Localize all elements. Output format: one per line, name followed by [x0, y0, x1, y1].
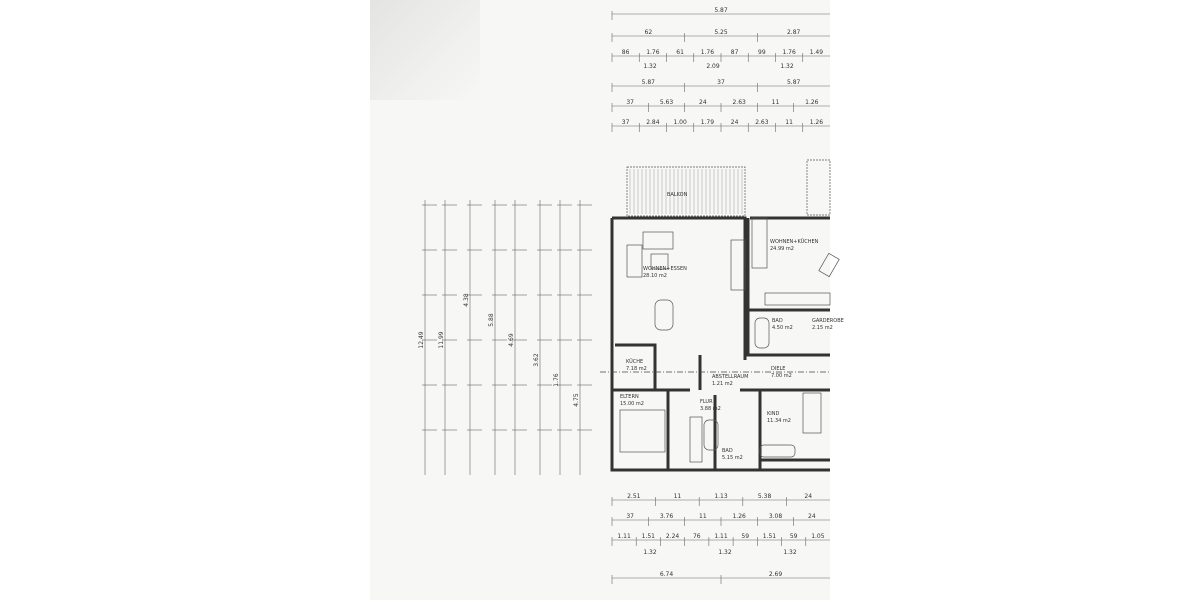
- room-area: 1.21 m2: [712, 381, 733, 387]
- room-name: BALKON: [667, 192, 688, 198]
- dimension-label: 4.69: [508, 333, 515, 347]
- dimension-label: 61: [676, 49, 684, 56]
- dimension-label: 37: [717, 79, 725, 86]
- dimension-label: 1.32: [783, 549, 797, 556]
- dimension-label: 2.09: [706, 63, 720, 70]
- room-name: BAD: [772, 318, 783, 324]
- dimension-label: 24: [699, 99, 707, 106]
- room-name: WOHNEN+ESSEN: [643, 266, 687, 272]
- room-name: ABSTELLRAUM: [712, 374, 748, 380]
- dimension-label: 1.79: [701, 119, 715, 126]
- room-name: KIND: [767, 411, 779, 417]
- dimension-label: 4.38: [463, 293, 470, 307]
- walls: [610, 216, 830, 472]
- dimension-label: 4.75: [573, 393, 580, 407]
- dimension-label: 86: [622, 49, 630, 56]
- dimension-label: 5.87: [642, 79, 656, 86]
- dimension-label: 2.87: [787, 29, 801, 36]
- dimension-label: 1.26: [732, 513, 746, 520]
- dimension-label: 2.63: [755, 119, 769, 126]
- dimension-label: 1.05: [811, 533, 825, 540]
- dimension-label: 5.25: [714, 29, 728, 36]
- room-name: ELTERN: [620, 394, 639, 400]
- dimension-label: 2.51: [627, 493, 641, 500]
- dimension-label: 87: [731, 49, 739, 56]
- room-name: KÜCHE: [626, 358, 643, 365]
- room-name: BAD: [722, 448, 733, 454]
- room-area: 7.00 m2: [771, 373, 792, 379]
- dimension-lines: 5.87 62 5.25 2.87 86 1.76 61 1.76 87 99 1.76 1.49 1.…: [418, 7, 830, 584]
- room-area: 15.00 m2: [620, 401, 644, 407]
- room-name: WOHNEN+KÜCHEN: [770, 238, 819, 245]
- dimension-label: 1.51: [763, 533, 777, 540]
- dimension-label: 6.74: [660, 571, 674, 578]
- dimension-label: 1.00: [673, 119, 687, 126]
- room-name: FLUR: [700, 399, 713, 405]
- dimension-label: 37: [622, 119, 630, 126]
- dimension-label: 3.76: [660, 513, 674, 520]
- dimension-label: 11: [674, 493, 682, 500]
- dimension-label: 11: [699, 513, 707, 520]
- dimension-label: 24: [731, 119, 739, 126]
- dimension-label: 1.26: [805, 99, 819, 106]
- dimension-label: 11: [772, 99, 780, 106]
- dimension-label: 1.32: [643, 63, 657, 70]
- dimension-label: 24: [804, 493, 812, 500]
- dimension-label: 37: [626, 513, 634, 520]
- room-area: 2.15 m2: [812, 325, 833, 331]
- dimension-label: 1.76: [782, 49, 796, 56]
- dimension-label: 62: [645, 29, 653, 36]
- dimension-label: 5.88: [488, 313, 495, 327]
- dimension-label: 24: [808, 513, 816, 520]
- dimension-label: 1.11: [617, 533, 631, 540]
- dimension-label: 1.51: [642, 533, 656, 540]
- dimension-label: 11.99: [438, 331, 445, 348]
- dimension-label: 5.87: [714, 7, 728, 14]
- room-area: 3.88 m2: [700, 406, 721, 412]
- dimension-label: 5.87: [787, 79, 801, 86]
- dimension-label: 1.32: [780, 63, 794, 70]
- dimension-label: 5.38: [758, 493, 772, 500]
- dimension-label: 1.26: [810, 119, 824, 126]
- dimension-label: 59: [741, 533, 749, 540]
- room-name: GARDEROBE: [812, 318, 844, 324]
- dimension-label: 2.24: [666, 533, 680, 540]
- dimension-label: 1.32: [718, 549, 732, 556]
- dimension-label: 2.69: [769, 571, 783, 578]
- dimension-label: 76: [693, 533, 701, 540]
- dimension-label: 59: [790, 533, 798, 540]
- dimension-label: 1.32: [643, 549, 657, 556]
- room-area: 5.15 m2: [722, 455, 743, 461]
- room-area: 11.34 m2: [767, 418, 791, 424]
- dimension-label: 2.84: [646, 119, 660, 126]
- dimension-label: 1.11: [714, 533, 728, 540]
- dimension-label: 11: [785, 119, 793, 126]
- dimension-label: 1.49: [810, 49, 824, 56]
- dimension-label: 5.63: [660, 99, 674, 106]
- dimension-label: 37: [626, 99, 634, 106]
- dimension-label: 1.76: [701, 49, 715, 56]
- dimension-label: 1.13: [714, 493, 728, 500]
- furniture: [619, 217, 840, 463]
- dimension-label: 1.76: [646, 49, 660, 56]
- dimension-label: 12.49: [418, 331, 425, 348]
- dimension-label: 99: [758, 49, 766, 56]
- room-area: 4.50 m2: [772, 325, 793, 331]
- room-name: DIELE: [771, 366, 785, 372]
- dimension-label: 3.08: [769, 513, 783, 520]
- balcony: [626, 159, 831, 217]
- room-area: 24.99 m2: [770, 246, 794, 252]
- dimension-label: 2.63: [732, 99, 746, 106]
- room-area: 7.18 m2: [626, 366, 647, 372]
- dimension-label: 1.76: [553, 373, 560, 387]
- paper-fold-shadow: [370, 0, 480, 100]
- dimension-label: 3.62: [533, 353, 540, 367]
- room-area: 28.10 m2: [643, 273, 667, 279]
